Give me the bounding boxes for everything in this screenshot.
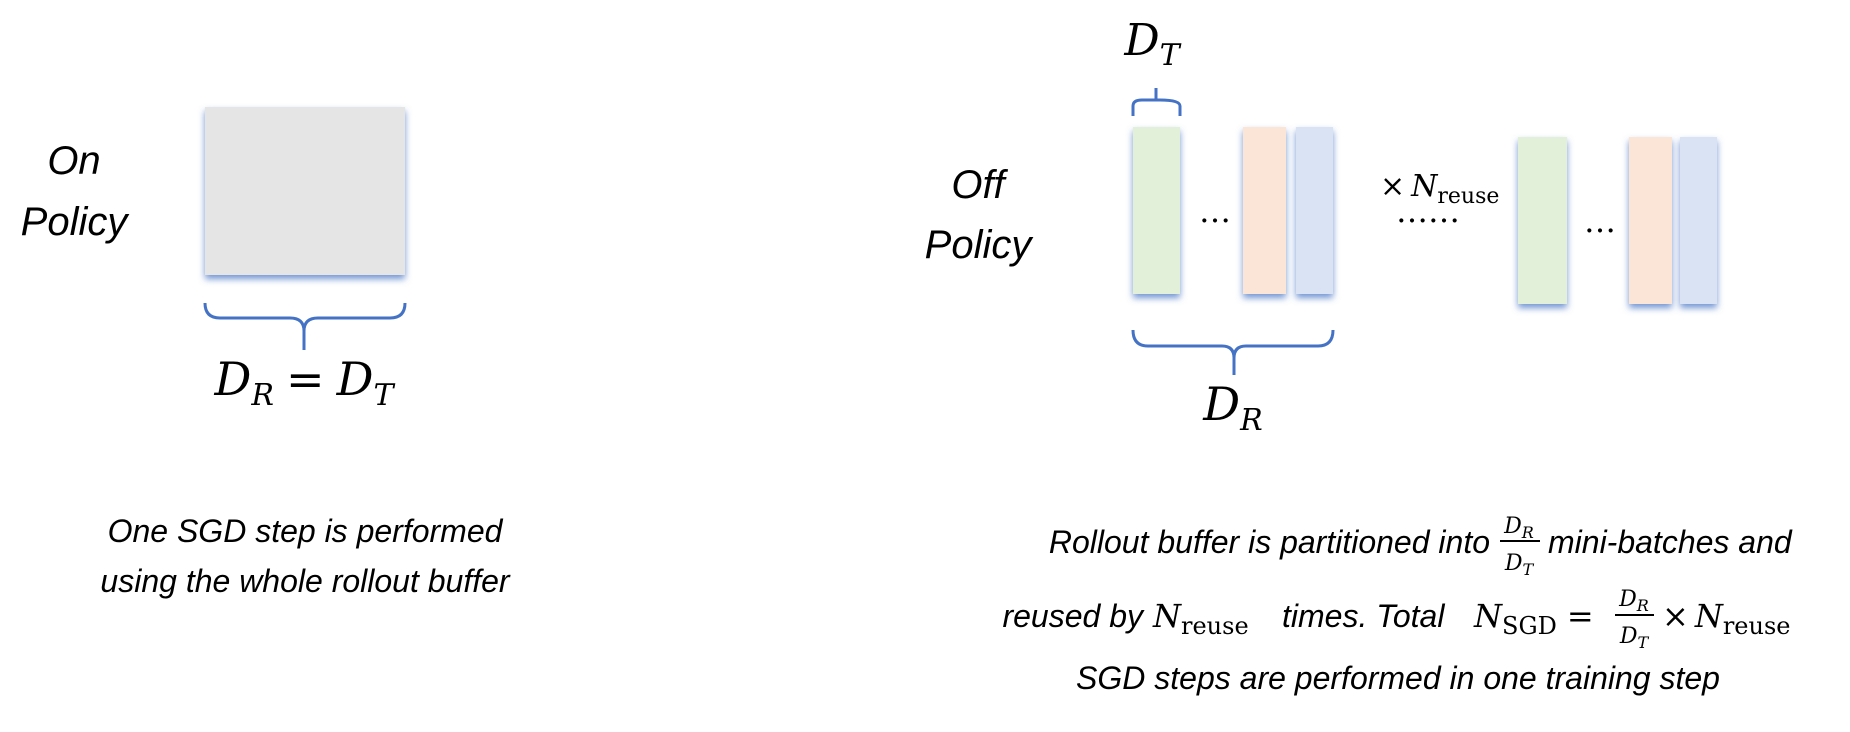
- minibatch-ellipsis: …: [1199, 192, 1231, 230]
- minibatch-size-label: DT: [1123, 15, 1181, 73]
- off-policy-panel: Off Policy DT … DR ×Nreuse …… …: [925, 15, 1793, 696]
- minibatch-ellipsis-2: …: [1584, 202, 1616, 240]
- reuse-count-label: ×Nreuse: [1380, 169, 1499, 209]
- off-policy-label-line2: Policy: [925, 223, 1035, 267]
- minibatch-block-orange-2: [1629, 137, 1672, 304]
- off-policy-label-line1: Off: [951, 163, 1008, 207]
- minibatch-bracket: [1131, 88, 1182, 116]
- n-reuse-term: Nreuse: [1152, 597, 1249, 640]
- on-policy-label-line2: Policy: [21, 200, 131, 244]
- rollout-buffer-size-label: DR: [1202, 377, 1262, 438]
- on-policy-caption-line2: using the whole rollout buffer: [100, 563, 510, 599]
- total-fraction: DR DT: [1615, 587, 1654, 652]
- minibatch-block-blue-2: [1680, 137, 1717, 304]
- rollout-buffer-bracket: [1131, 329, 1335, 375]
- total-fraction-denominator: DT: [1619, 624, 1650, 652]
- minibatch-block-green-2: [1518, 137, 1567, 304]
- off-policy-caption-line3: SGD steps are performed in one training …: [1076, 660, 1720, 696]
- on-policy-label-line1: On: [47, 139, 100, 183]
- rollout-buffer-block: [205, 107, 405, 275]
- partition-fraction: DR DT: [1500, 514, 1540, 579]
- minibatch-group-2: …: [1518, 137, 1717, 304]
- minibatch-block-blue: [1296, 127, 1333, 294]
- on-policy-panel: On Policy DR=DT One SGD step is performe…: [21, 107, 511, 599]
- total-reuse-term: ×Nreuse: [1662, 597, 1790, 640]
- off-policy-caption-line1a: Rollout buffer is partitioned into: [1049, 524, 1490, 560]
- fraction-numerator: DR: [1503, 514, 1534, 542]
- reuse-ellipsis: ……: [1396, 192, 1460, 230]
- minibatch-block-green: [1133, 127, 1180, 294]
- on-policy-bracket: [203, 302, 407, 350]
- minibatch-block-orange: [1243, 127, 1286, 294]
- total-fraction-numerator: DR: [1618, 587, 1649, 615]
- minibatch-group-1: …: [1133, 127, 1333, 294]
- on-policy-bracket-label: DR=DT: [214, 352, 396, 413]
- off-policy-caption-line1b: mini-batches and: [1548, 524, 1793, 560]
- off-policy-caption-line2a: reused by: [1002, 598, 1145, 634]
- n-sgd-term: NSGD=: [1473, 597, 1594, 640]
- on-policy-caption-line1: One SGD step is performed: [108, 513, 504, 549]
- fraction-denominator: DT: [1504, 551, 1535, 579]
- off-policy-caption-line2b: times. Total: [1282, 598, 1445, 634]
